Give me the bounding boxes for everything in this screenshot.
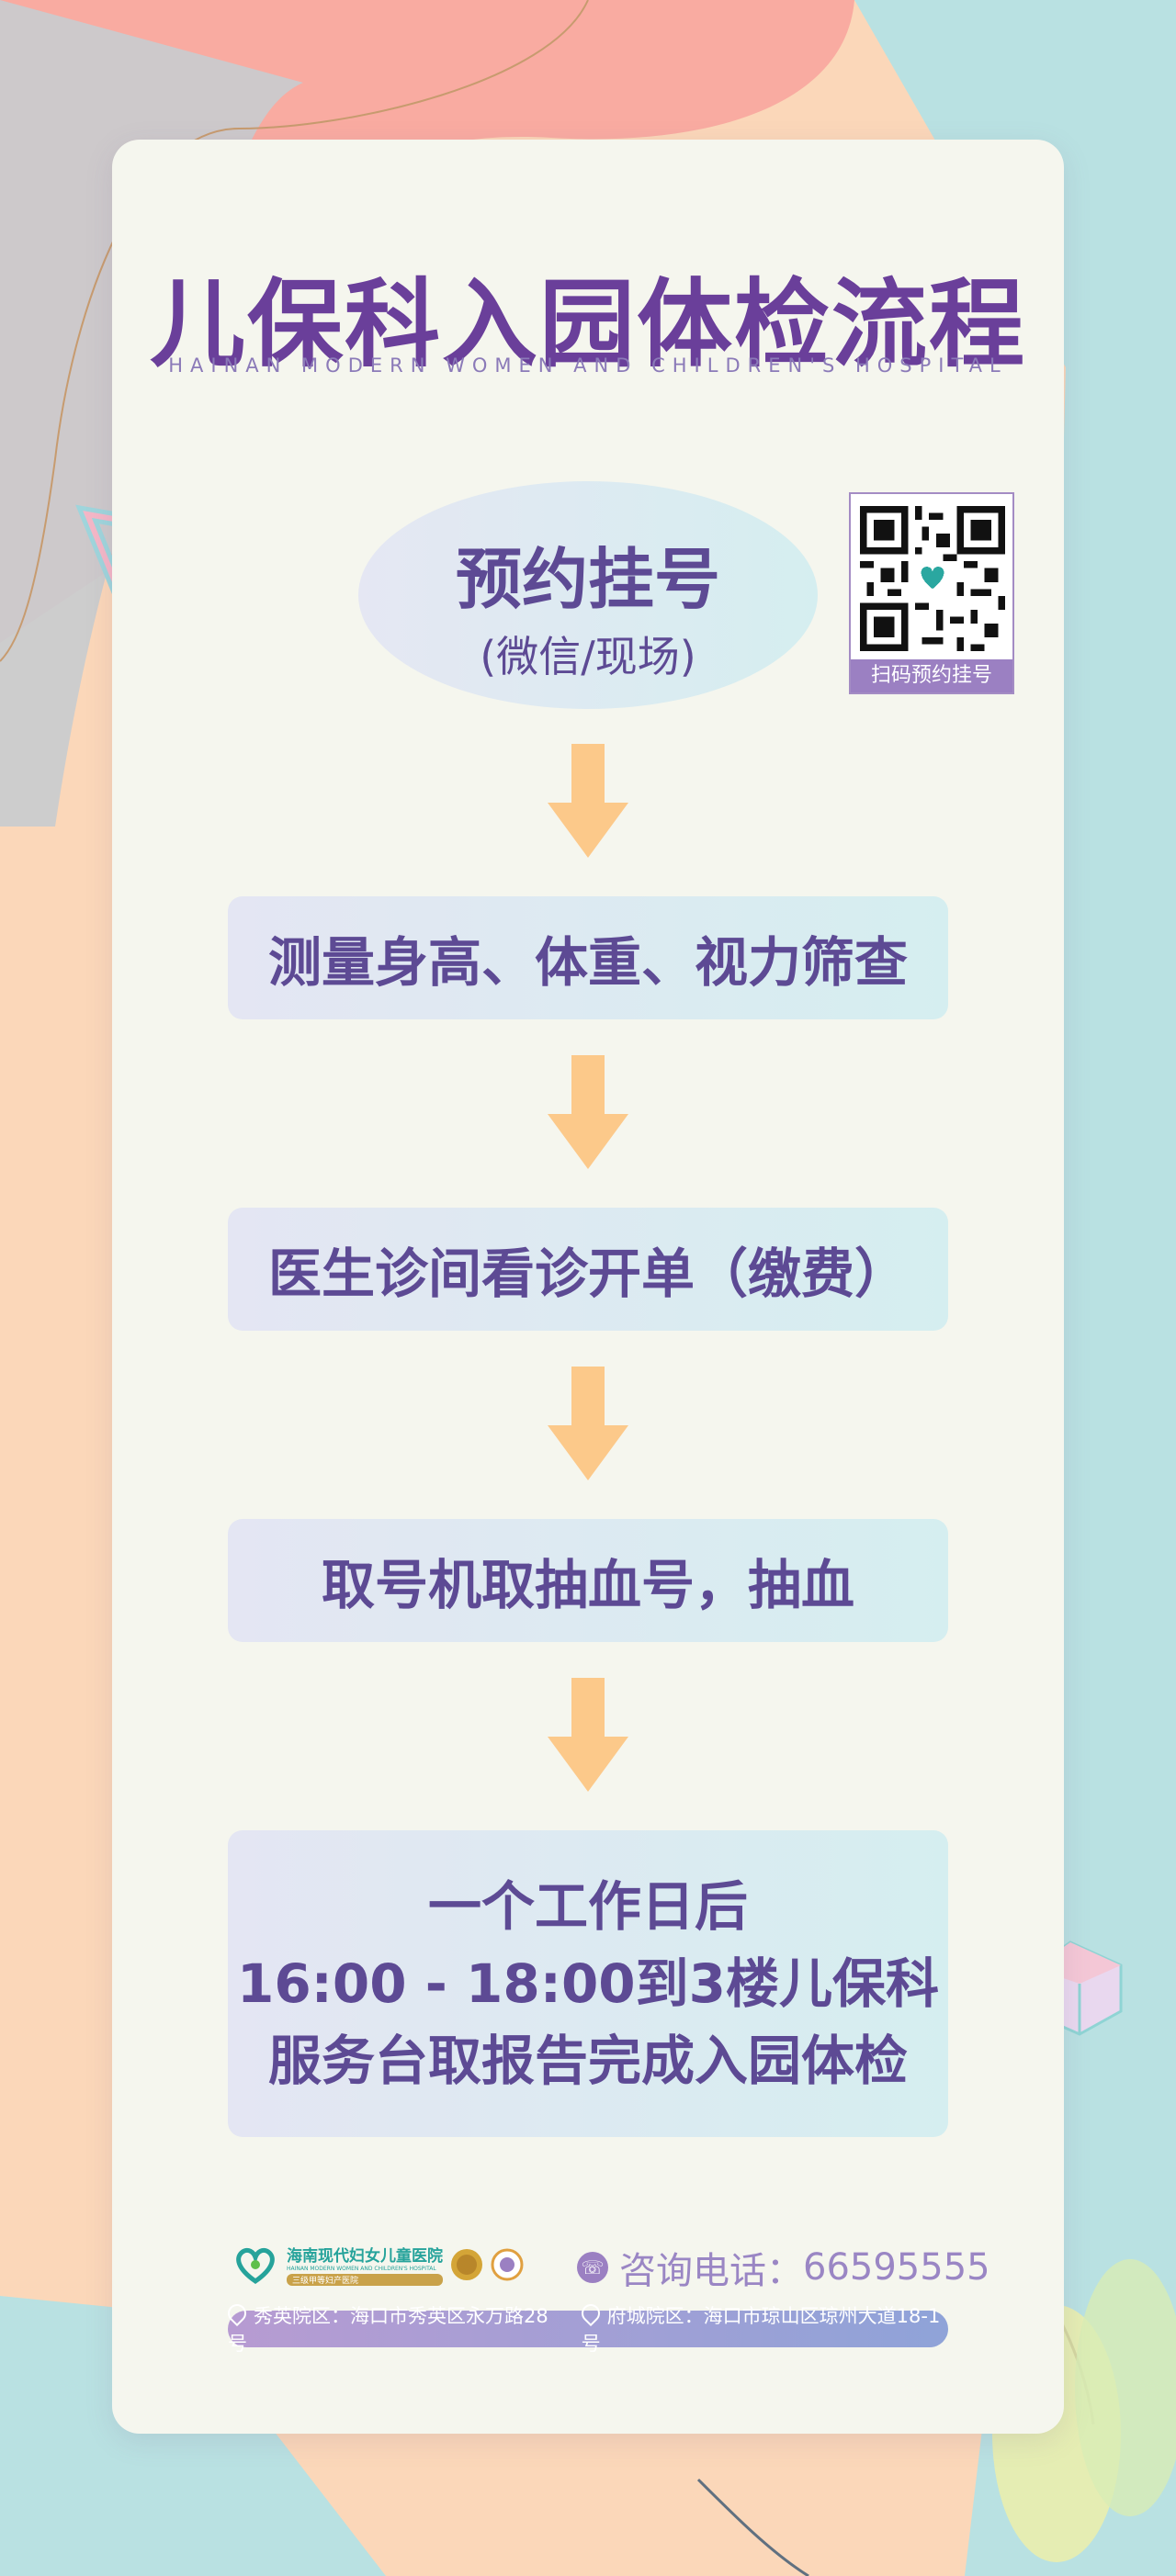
step-report-pickup: 一个工作日后 16:00 - 18:00到3楼儿保科 服务台取报告完成入园体检 xyxy=(228,1830,948,2137)
hospital-logo: 海南现代妇女儿童医院 HAINAN MODERN WOMEN AND CHILD… xyxy=(232,2243,524,2286)
phone-icon: ☏ xyxy=(577,2252,608,2283)
address-bar: 秀英院区：海口市秀英区永万路28号 府城院区：海口市琼山区琼州大道18-1号 xyxy=(223,2300,948,2355)
qr-caption: 扫码预约挂号 xyxy=(851,659,1012,692)
page-subtitle: HAINAN MODERN WOMEN AND CHILDREN'S HOSPI… xyxy=(168,354,1008,377)
award-badge-icon xyxy=(451,2248,482,2280)
arrow-down-icon xyxy=(548,744,628,858)
certification-badge-icon xyxy=(491,2248,524,2280)
phone-number[interactable]: 66595555 xyxy=(803,2246,990,2289)
step-measure: 测量身高、体重、视力筛查 xyxy=(228,896,948,1019)
arrow-down-icon xyxy=(548,1367,628,1480)
step-blood-draw: 取号机取抽血号，抽血 xyxy=(228,1519,948,1642)
logo-english: HAINAN MODERN WOMEN AND CHILDREN'S HOSPI… xyxy=(287,2266,436,2272)
booking-title: 预约挂号 xyxy=(455,541,720,618)
step-text: 取号机取抽血号，抽血 xyxy=(321,1554,854,1616)
address-text: 府城院区：海口市琼山区琼州大道18-1号 xyxy=(581,2305,941,2355)
location-pin-icon xyxy=(577,2300,604,2327)
step-line-2: 16:00 - 18:00到3楼儿保科 xyxy=(236,1952,940,2015)
step-line-1: 一个工作日后 xyxy=(427,1875,748,1938)
step-doctor-visit: 医生诊间看诊开单（缴费） xyxy=(228,1208,948,1331)
arrow-down-icon xyxy=(548,1055,628,1169)
arrow-down-icon xyxy=(548,1678,628,1792)
booking-bubble: 预约挂号 (微信/现场) xyxy=(358,481,818,709)
phone-contact[interactable]: ☏ 咨询电话： 66595555 xyxy=(577,2241,990,2294)
page-title: 儿保科入园体检流程 xyxy=(149,268,1026,380)
address-fucheng: 府城院区：海口市琼山区琼州大道18-1号 xyxy=(577,2300,948,2357)
step-line-3: 服务台取报告完成入园体检 xyxy=(267,2030,908,2092)
step-text: 测量身高、体重、视力筛查 xyxy=(267,931,908,994)
phone-label: 咨询电话： xyxy=(619,2250,803,2292)
location-pin-icon xyxy=(223,2300,251,2327)
address-xiuying: 秀英院区：海口市秀英区永万路28号 xyxy=(223,2300,558,2357)
hospital-logo-icon xyxy=(236,2247,275,2284)
logo-tag: 三级甲等妇产医院 xyxy=(287,2274,443,2286)
qr-code-panel[interactable]: 扫码预约挂号 xyxy=(849,492,1014,694)
booking-subtitle: (微信/现场) xyxy=(480,632,696,681)
step-text: 医生诊间看诊开单（缴费） xyxy=(267,1243,908,1305)
logo-name: 海南现代妇女儿童医院 xyxy=(287,2247,443,2266)
address-text: 秀英院区：海口市秀英区永万路28号 xyxy=(228,2305,548,2355)
qr-code-icon xyxy=(860,506,1005,651)
